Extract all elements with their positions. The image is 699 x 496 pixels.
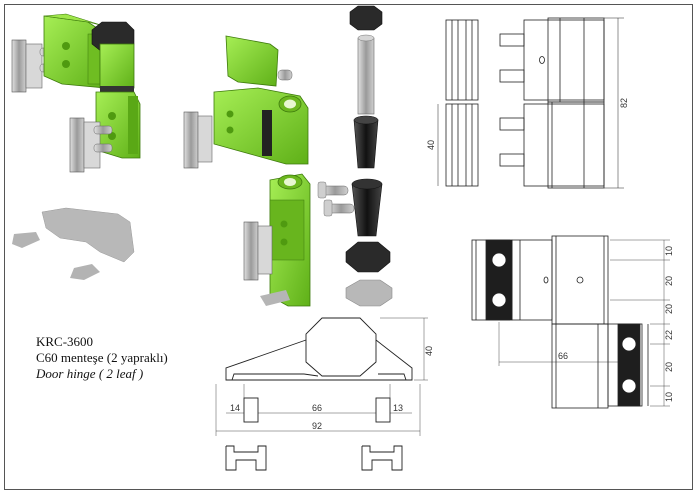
upper-leaf xyxy=(43,13,107,89)
product-code: KRC-3600 xyxy=(36,334,94,349)
profile-shadow xyxy=(12,207,135,280)
front-view-drawing xyxy=(471,235,670,409)
profile-section-drawing xyxy=(215,317,428,471)
sheet-frame xyxy=(4,4,693,490)
dim-profile-center: 66 xyxy=(312,403,322,413)
dim-front-span: 66 xyxy=(558,351,568,361)
exploded-hinge-render xyxy=(183,35,355,307)
dim-profile-height: 40 xyxy=(424,346,434,356)
dim-front-3: 20 xyxy=(664,304,674,314)
mounting-clamp-lower xyxy=(69,117,113,173)
dim-side-total: 82 xyxy=(619,98,629,108)
dim-side-lower: 40 xyxy=(426,140,436,150)
dim-profile-left: 14 xyxy=(230,403,240,413)
assembled-hinge-render xyxy=(11,13,141,173)
dim-profile-total: 92 xyxy=(312,421,322,431)
side-view-drawing xyxy=(437,17,624,189)
pin-stack xyxy=(345,5,393,307)
dim-front-4: 22 xyxy=(664,330,674,340)
dim-front-6: 10 xyxy=(664,392,674,402)
dim-front-5: 20 xyxy=(664,362,674,372)
dim-front-2: 20 xyxy=(664,276,674,286)
product-name-en: Door hinge ( 2 leaf ) xyxy=(36,366,144,381)
dim-front-1: 10 xyxy=(664,246,674,256)
dim-profile-right: 13 xyxy=(393,403,403,413)
product-name-tr: C60 menteşe (2 yapraklı) xyxy=(36,350,168,365)
knuckle xyxy=(99,43,135,94)
